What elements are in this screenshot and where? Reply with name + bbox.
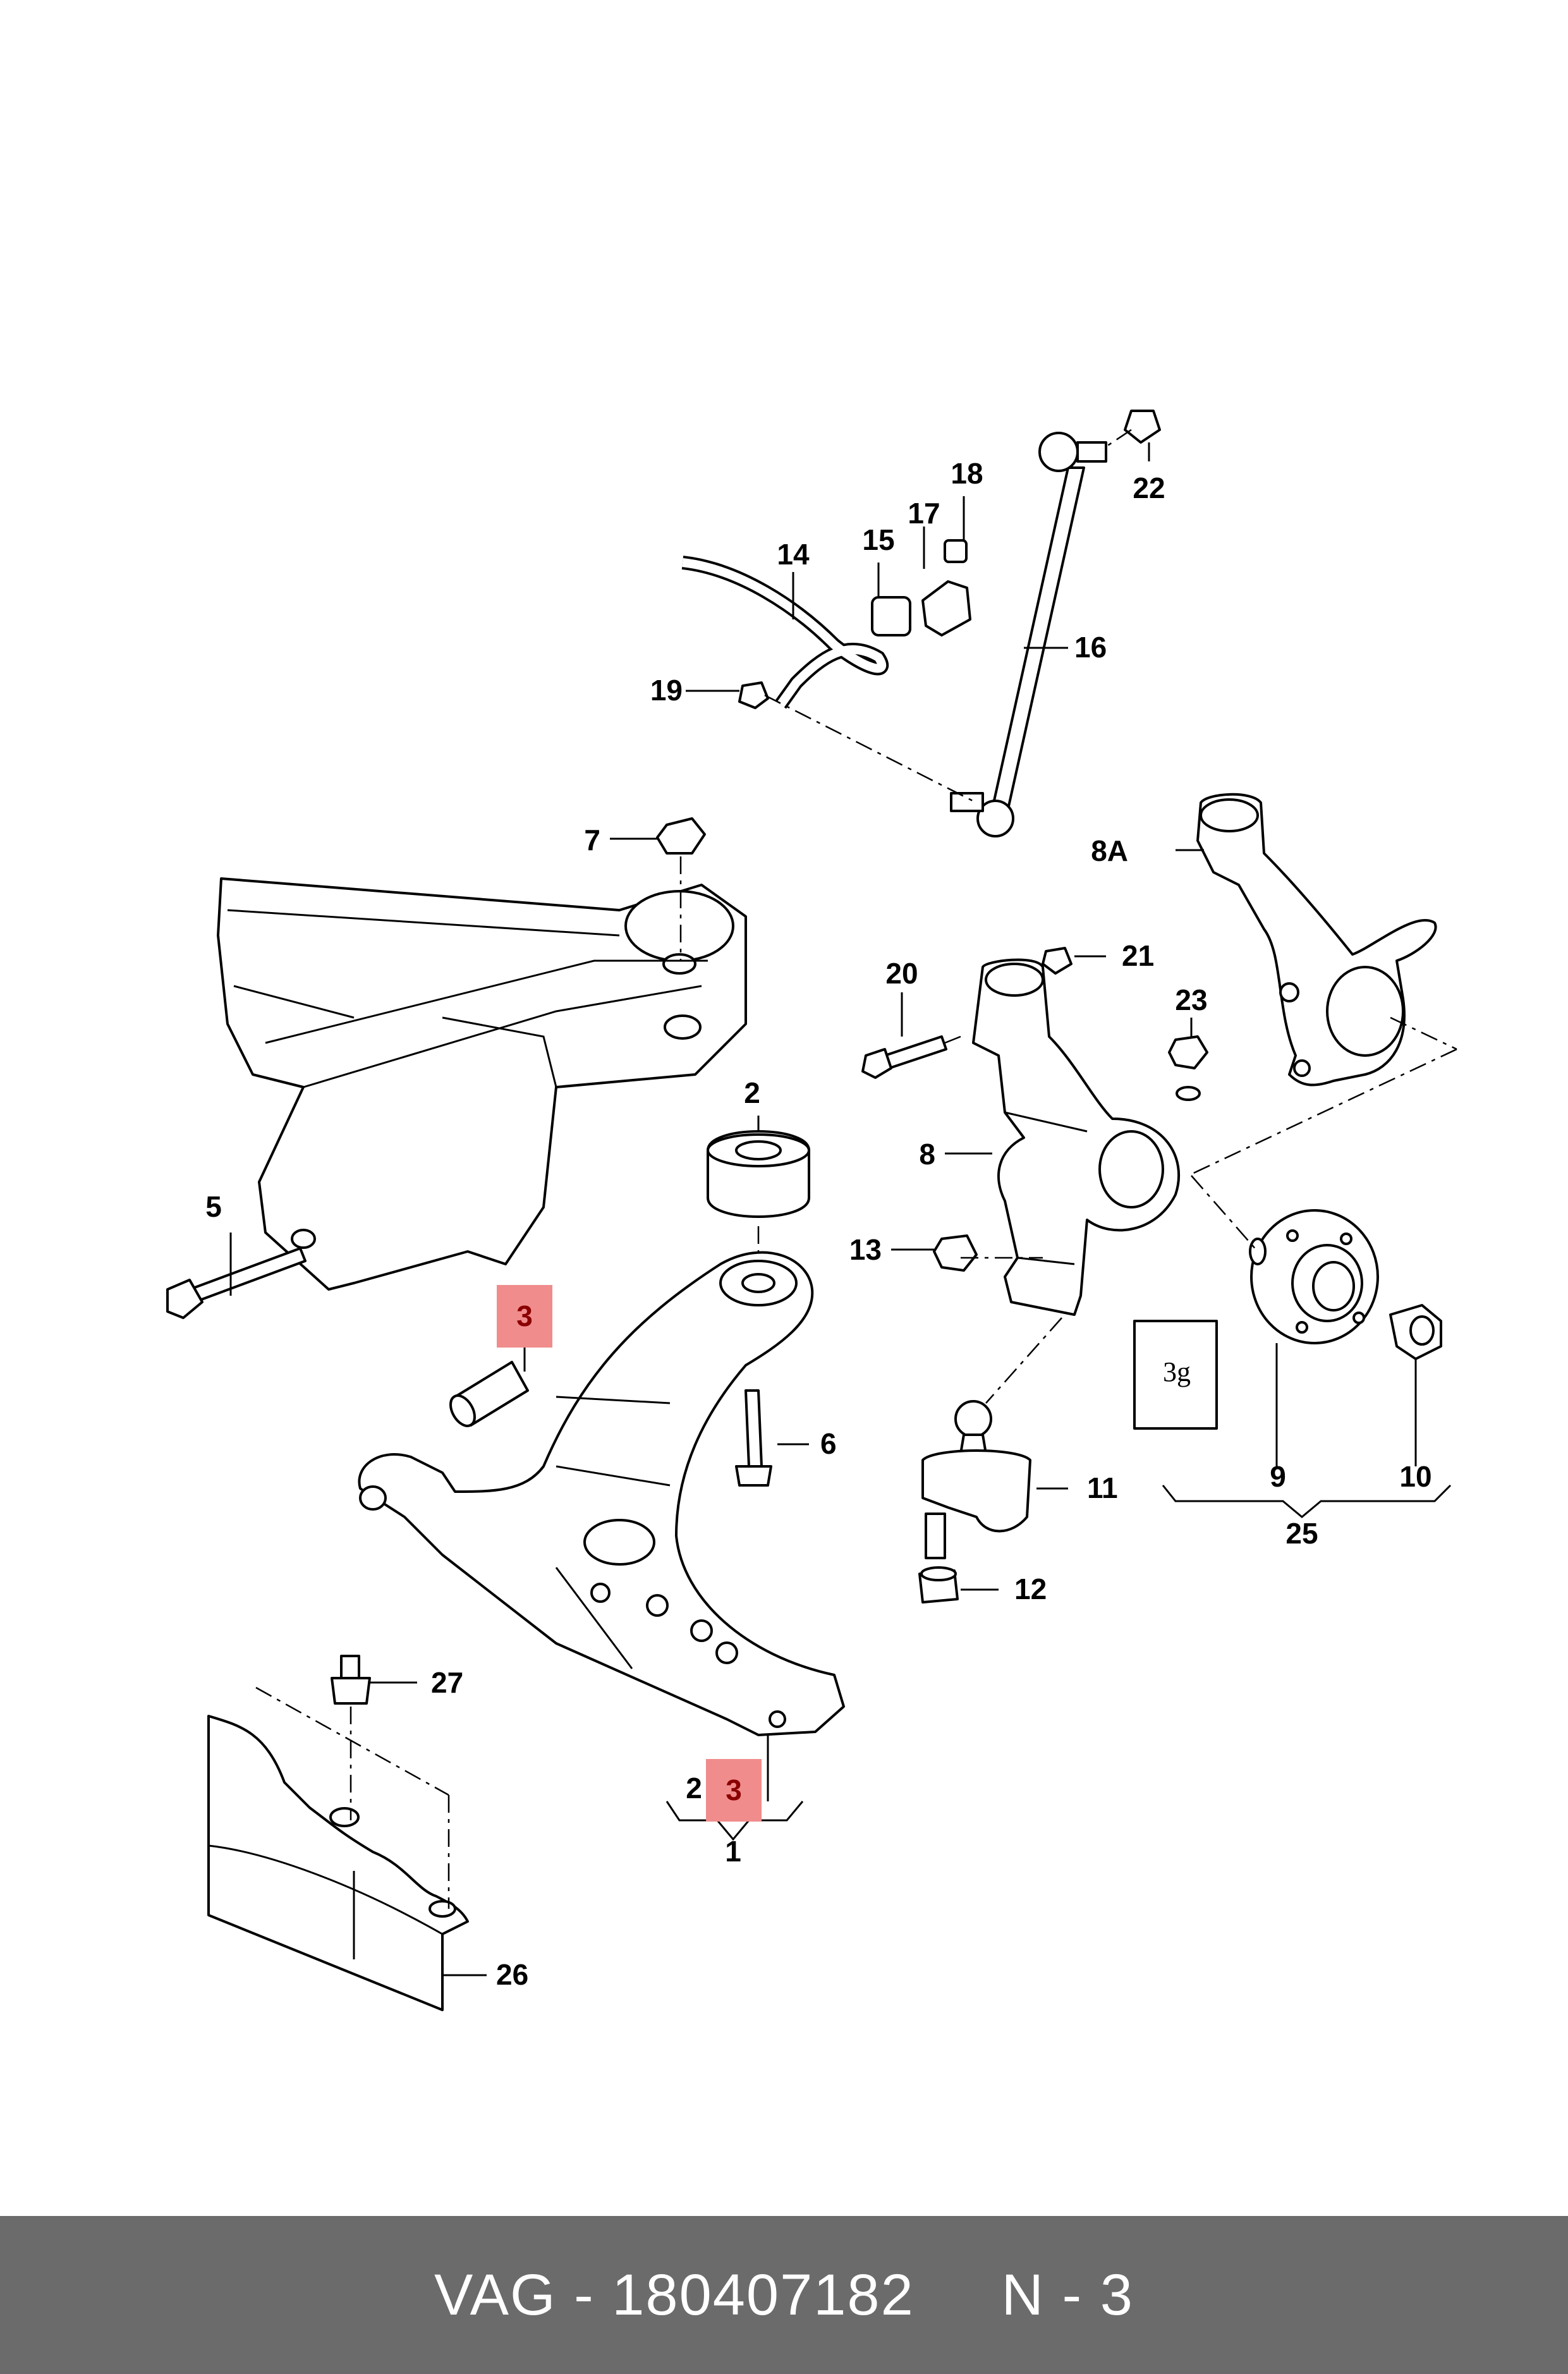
nut-19 — [738, 681, 769, 709]
bolt-6 — [735, 1389, 772, 1487]
callout-27: 27 — [431, 1666, 463, 1699]
grease-packet: 3g — [1133, 1320, 1218, 1430]
nut-23 — [1168, 1035, 1208, 1069]
coupling-rod — [950, 410, 1161, 837]
callout-12: 12 — [1014, 1573, 1047, 1605]
callout-1: 1 — [725, 1835, 741, 1868]
callout-9: 9 — [1270, 1460, 1286, 1493]
footer-bar: VAG - 180407182 N - 3 — [0, 2216, 1568, 2374]
nut-12 — [918, 1566, 959, 1604]
clip-27 — [331, 1655, 371, 1705]
nut-21 — [1042, 947, 1073, 975]
wheel-bearing-housing-8a — [1196, 793, 1437, 1087]
callout-3-lower: 3 — [726, 1774, 742, 1806]
callout-6: 6 — [820, 1427, 837, 1460]
callout-26: 26 — [496, 1958, 528, 1991]
bush-2 — [707, 1130, 810, 1218]
callout-17: 17 — [908, 497, 940, 530]
callout-22: 22 — [1133, 472, 1165, 504]
bolt-20 — [861, 1035, 947, 1079]
wheel-hub — [1249, 1209, 1379, 1344]
callout-18: 18 — [951, 457, 983, 490]
stabilizer-bush — [871, 539, 971, 636]
callout-7: 7 — [584, 824, 600, 856]
callout-2: 2 — [744, 1076, 760, 1109]
leader-lines — [229, 442, 1452, 1976]
bolt-5 — [166, 1247, 307, 1319]
callout-10: 10 — [1399, 1460, 1431, 1493]
callout-3-upper: 3 — [516, 1300, 533, 1332]
hub-nut-10 — [1389, 1304, 1442, 1360]
nut-7 — [656, 817, 706, 855]
nut-13 — [933, 1234, 978, 1272]
callout-5: 5 — [205, 1190, 222, 1223]
callout-20: 20 — [885, 957, 918, 990]
callout-15: 15 — [862, 523, 894, 556]
callout-8a: 8A — [1091, 834, 1128, 867]
callout-14: 14 — [777, 538, 810, 571]
bush-3 — [449, 1361, 529, 1427]
ball-joint — [921, 1400, 1031, 1559]
subframe — [217, 877, 747, 1291]
grease-packet-label: 3g — [1163, 1356, 1191, 1387]
callout-8: 8 — [919, 1138, 935, 1171]
callout-19: 19 — [650, 674, 683, 707]
callout-13: 13 — [849, 1233, 882, 1266]
callout-25: 25 — [1285, 1517, 1318, 1550]
callout-2-lower: 2 — [686, 1772, 702, 1805]
stabilizer-bar — [681, 556, 889, 709]
wishbone — [358, 1251, 845, 1736]
callout-11: 11 — [1087, 1471, 1118, 1504]
callout-23: 23 — [1175, 983, 1207, 1016]
callout-21: 21 — [1122, 939, 1154, 972]
undertray — [207, 1715, 469, 2011]
wheel-bearing-housing — [972, 958, 1180, 1316]
footer-part-info: VAG - 180407182 N - 3 — [434, 2262, 1134, 2327]
highlight-box-3-lower — [706, 1759, 762, 1822]
highlight-box-3-upper — [497, 1285, 552, 1348]
callout-16: 16 — [1074, 631, 1107, 664]
